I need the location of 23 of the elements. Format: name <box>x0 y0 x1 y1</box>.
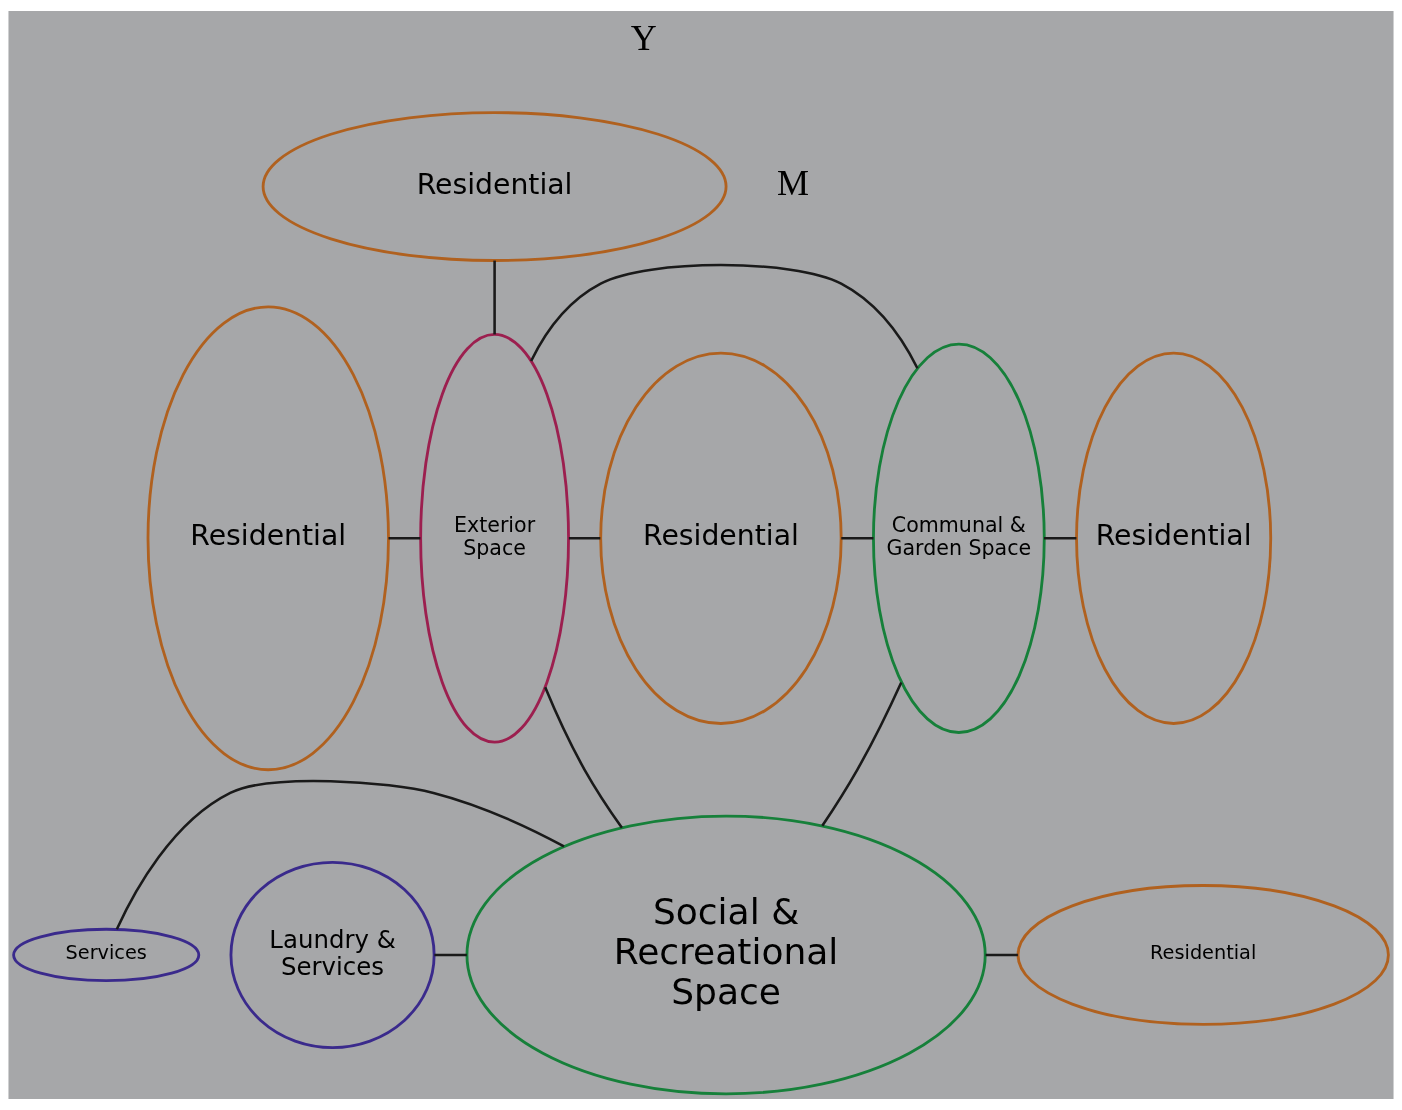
node-ellipse: Residential <box>1075 351 1273 725</box>
label: M <box>776 163 809 204</box>
node-ellipse: Residential <box>599 351 843 725</box>
node-ellipse: Exterior Space <box>419 333 570 744</box>
node-ellipse: Residential <box>261 111 728 262</box>
connector <box>388 537 421 540</box>
connector <box>985 953 1018 957</box>
node-ellipse: Services <box>12 927 201 983</box>
connector <box>821 681 903 827</box>
node-circle: Laundry & Services <box>229 860 436 1049</box>
connector <box>115 779 565 930</box>
node-ellipse: Communal & Garden Space <box>872 342 1046 734</box>
label: Y <box>630 18 657 59</box>
node-ellipse: Residential <box>1016 884 1390 1026</box>
connector <box>1044 537 1077 540</box>
connector <box>841 537 874 540</box>
connector <box>434 953 467 957</box>
node-ellipse: Residential <box>146 305 390 772</box>
connector <box>493 260 496 335</box>
connector <box>544 686 623 829</box>
node-ellipse: Social & Recreational Space <box>465 814 987 1096</box>
connector <box>568 537 601 540</box>
connector <box>530 263 919 369</box>
